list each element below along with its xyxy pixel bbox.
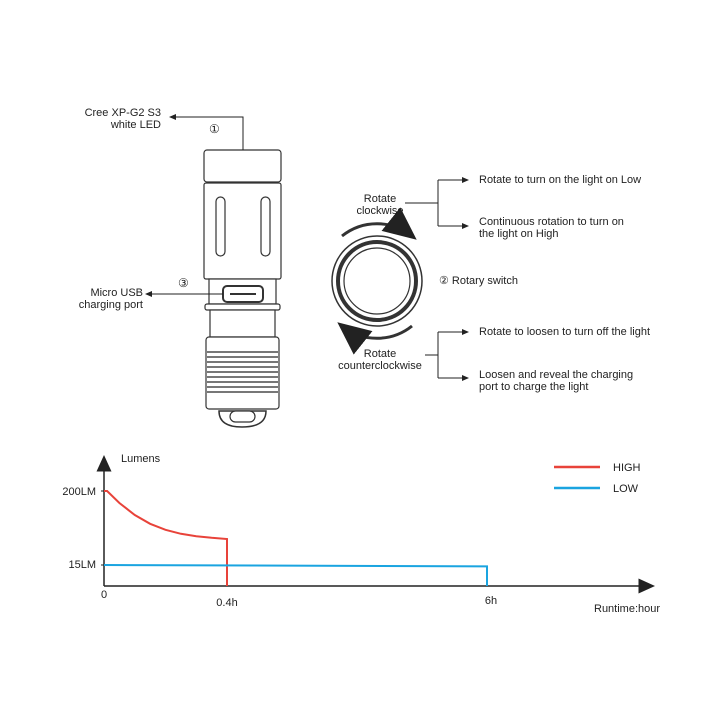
- legend-label-low: LOW: [613, 483, 639, 495]
- x-axis-label: Runtime:hour: [594, 603, 661, 615]
- y-tick-label-15: 15LM: [68, 559, 96, 571]
- legend-label-high: HIGH: [613, 462, 641, 474]
- ccw-action-1: Rotate to loosen to turn off the light: [479, 326, 651, 338]
- rotary-switch-label: ② Rotary switch: [439, 275, 518, 287]
- usb-number: ③: [178, 276, 189, 290]
- rotary-switch-illustration: [331, 207, 423, 355]
- counterclockwise-arrow-icon: [337, 322, 413, 355]
- series-line-high: [104, 490, 228, 586]
- x-tick-label-0.4h: 0.4h: [216, 597, 238, 609]
- cw-branch-lines: [405, 177, 469, 229]
- clockwise-arrow-icon: [341, 207, 417, 240]
- x-tick-label-0: 0: [101, 589, 108, 601]
- cw-action-1: Rotate to turn on the light on Low: [479, 174, 642, 186]
- x-tick-label-6h: 6h: [484, 595, 498, 607]
- series-line-low: [103, 564, 488, 586]
- led-leader-line: [169, 114, 244, 150]
- y-axis-label: Lumens: [121, 453, 161, 465]
- y-tick-label-200: 200LM: [62, 486, 96, 498]
- flashlight-illustration: [203, 149, 282, 428]
- ccw-branch-lines: [425, 329, 469, 381]
- runtime-chart: [96, 455, 655, 594]
- led-number: ①: [209, 122, 220, 136]
